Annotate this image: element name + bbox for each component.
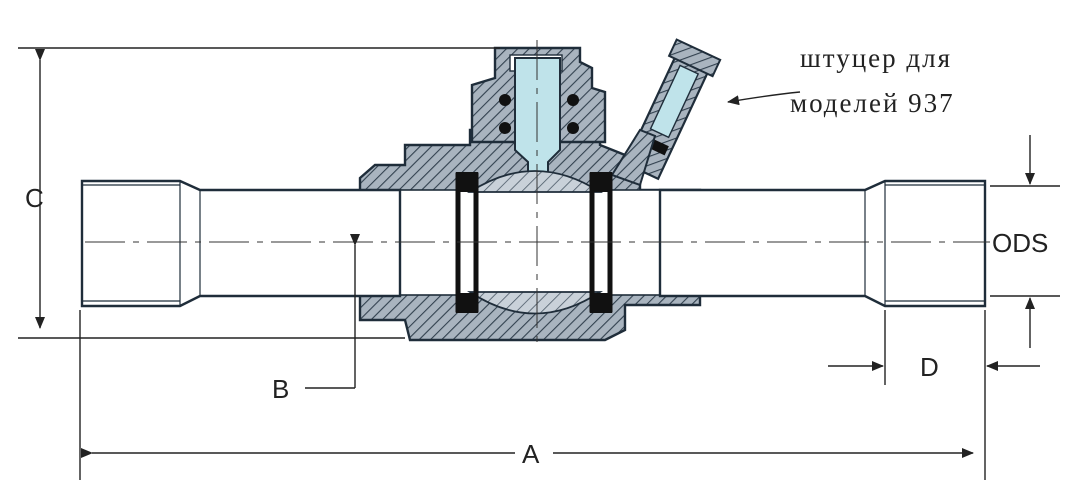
dimension-b	[305, 234, 360, 389]
label-c: C	[25, 183, 44, 213]
right-tube	[658, 179, 987, 308]
dimension-a	[79, 310, 986, 480]
label-d: D	[920, 352, 939, 382]
note-line-1: штуцер для	[800, 43, 952, 73]
service-port	[610, 38, 722, 187]
o-ring	[567, 122, 579, 134]
service-port-leader	[727, 91, 801, 106]
dimension-ods	[990, 135, 1060, 348]
o-ring	[499, 94, 511, 106]
o-ring	[567, 94, 579, 106]
label-ods: ODS	[992, 228, 1048, 258]
left-tube	[80, 179, 402, 308]
label-b: B	[272, 374, 289, 404]
note-line-2: моделей 937	[790, 88, 955, 118]
dimension-c	[18, 47, 500, 339]
dimension-d	[828, 310, 1040, 385]
centerlines	[85, 40, 990, 345]
o-ring	[499, 122, 511, 134]
label-a: A	[522, 439, 540, 469]
